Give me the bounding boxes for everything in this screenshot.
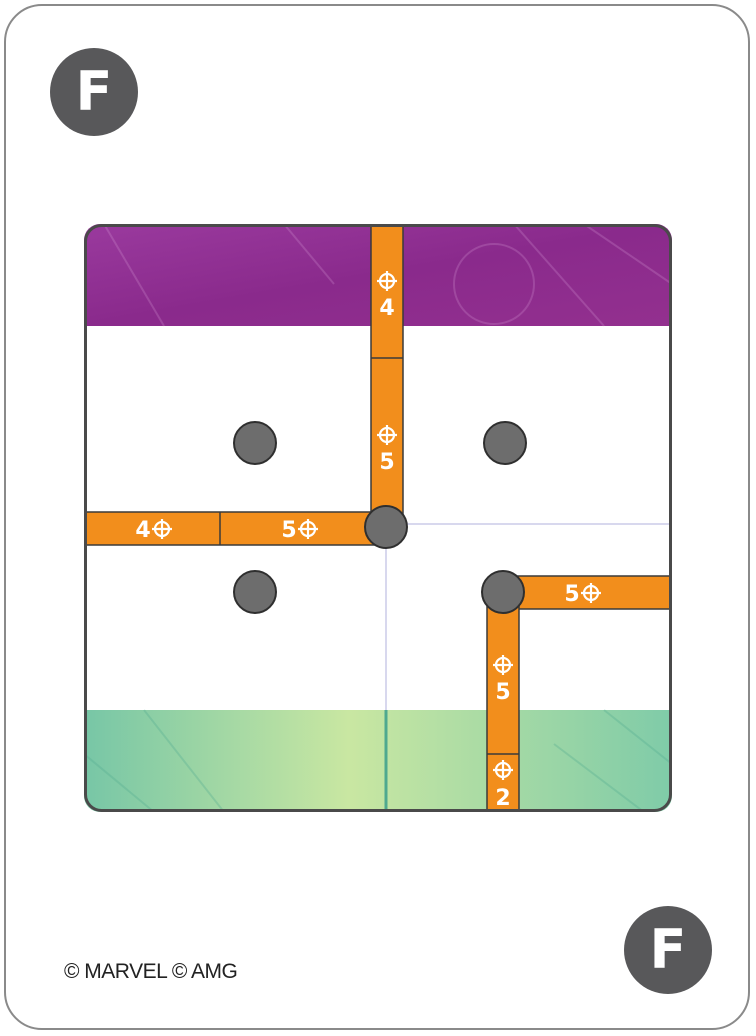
card-id-letter: F (649, 918, 687, 981)
marker-point (481, 570, 525, 614)
top-band-pattern (103, 224, 672, 327)
map-board: 4 5 4 5 5 (84, 224, 672, 812)
segment-value: 5 (281, 518, 296, 543)
card-id-badge-bottom: F (624, 906, 712, 994)
terrain-segment-bottom-vertical: 5 2 (486, 591, 520, 812)
marker-point (364, 505, 408, 549)
segment-value: 5 (564, 582, 579, 607)
terrain-segment-left-horizontal: 4 5 (85, 511, 387, 546)
terrain-segment-right-horizontal: 5 (502, 575, 672, 610)
segment-value: 4 (379, 296, 394, 321)
marker-point (233, 421, 277, 465)
segment-value: 5 (379, 450, 394, 475)
card-id-badge-top: F (50, 48, 138, 136)
bottom-band (84, 710, 672, 812)
card-id-letter: F (75, 60, 113, 123)
segment-value: 4 (135, 518, 150, 543)
terrain-segment-top-vertical: 4 5 (370, 225, 404, 529)
segment-value: 2 (495, 786, 510, 811)
map-svg: 4 5 4 5 5 (84, 224, 672, 812)
copyright-notice: © MARVEL © AMG (64, 960, 238, 983)
segment-value: 5 (495, 680, 510, 705)
board-border (84, 224, 672, 812)
marker-point (233, 570, 277, 614)
bottom-band-pattern (84, 709, 672, 812)
marker-point (483, 421, 527, 465)
